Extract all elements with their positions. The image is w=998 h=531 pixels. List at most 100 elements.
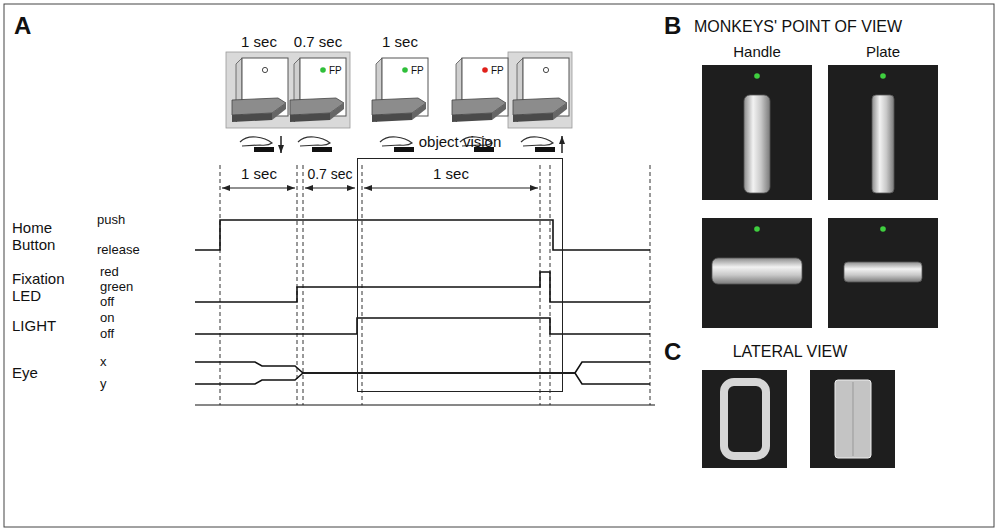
panel-letter: B — [664, 12, 681, 39]
fixation-point-label: FP — [329, 65, 342, 76]
signal-state: on — [100, 311, 114, 326]
duration-label: 1 sec — [241, 33, 277, 50]
led-green — [402, 67, 408, 73]
signal-name: Home Button — [12, 219, 55, 253]
home-button-trace — [195, 220, 650, 250]
fixation-point-label: FP — [491, 65, 504, 76]
duration-label: 0.7 sec — [307, 166, 352, 182]
hand-icon — [240, 137, 274, 152]
signal-name: Eye — [12, 364, 38, 381]
apparatus — [232, 58, 288, 122]
signal-state: push — [97, 212, 125, 227]
signal-state: red — [100, 265, 119, 280]
signal-name: Fixation LED — [12, 270, 84, 305]
duration-arrows — [222, 187, 538, 188]
fixation-led-trace — [195, 272, 650, 302]
hand-icon — [521, 137, 555, 152]
photo — [702, 65, 812, 200]
apparatus — [290, 58, 346, 122]
press-arrow — [280, 136, 282, 153]
fixation-point-label: FP — [329, 65, 342, 77]
handle-object — [744, 95, 770, 193]
signal-state: off — [100, 327, 114, 342]
panel-letter: B — [664, 12, 681, 40]
signal-state: push — [97, 213, 125, 228]
column-label: Handle — [733, 43, 781, 60]
duration-label: 1 sec — [241, 165, 277, 182]
dark-panel — [226, 52, 350, 128]
panel-letter: A — [14, 12, 31, 39]
panel-title: MONKEYS' POINT OF VIEW — [694, 18, 902, 35]
timing-diagram — [195, 165, 655, 405]
duration-label: 1 sec — [433, 165, 469, 182]
apparatus — [372, 58, 428, 122]
signal-state: y — [100, 377, 107, 392]
led-off — [543, 67, 548, 72]
signal-state: x — [100, 354, 107, 369]
time-window-box: object vision — [357, 158, 563, 392]
eye-y-trace — [195, 373, 650, 384]
hand-icon — [298, 137, 332, 152]
eye-x-trace — [195, 362, 650, 373]
dark-panel — [508, 52, 572, 128]
led-green — [754, 226, 760, 232]
signal-state: off — [100, 295, 114, 310]
led-green — [754, 73, 760, 79]
signal-state: green — [100, 280, 133, 295]
duration-label: 0.7 sec — [307, 166, 352, 182]
signal-name: Fixation LED — [12, 270, 65, 304]
signal-state: off — [100, 326, 114, 341]
led-red — [482, 67, 488, 73]
duration-label: 1 sec — [241, 165, 277, 182]
led-off — [262, 67, 267, 72]
duration-label: 1 sec — [382, 33, 418, 50]
panel-letter: A — [14, 12, 31, 40]
apparatus — [513, 58, 569, 122]
photo — [828, 65, 938, 200]
signal-name: LIGHT — [12, 317, 56, 334]
handle-object — [712, 258, 802, 284]
signal-state: release — [97, 243, 140, 258]
signal-state: on — [100, 310, 114, 325]
signal-state: off — [100, 294, 114, 309]
panel-letter: C — [664, 338, 681, 365]
plate-object — [844, 262, 922, 282]
fixation-point-label: FP — [411, 65, 424, 77]
handle-profile — [724, 382, 766, 456]
panel-title: LATERAL VIEW — [733, 343, 848, 360]
duration-label: 1 sec — [241, 33, 277, 50]
panel-title: MONKEYS' POINT OF VIEW — [694, 18, 902, 36]
duration-label: 1 sec — [382, 33, 418, 50]
lateral-photos — [702, 370, 895, 468]
signal-name: Home Button — [12, 219, 74, 254]
signal-state: green — [100, 279, 133, 294]
signal-name: Eye — [12, 364, 38, 381]
trial-illustration — [226, 52, 572, 153]
signal-state: x — [100, 355, 107, 370]
duration-label: 0.7 sec — [294, 33, 342, 50]
signal-state: y — [100, 376, 107, 391]
baseline — [195, 405, 655, 406]
photo — [810, 370, 895, 468]
apparatus — [452, 58, 508, 122]
column-label: Handle — [733, 43, 781, 60]
panel-title: LATERAL VIEW — [733, 343, 848, 361]
box-heading: object vision — [358, 133, 562, 150]
signal-name: LIGHT — [12, 317, 56, 334]
signal-traces — [195, 220, 655, 405]
object-photos — [702, 65, 938, 328]
plate-profile — [835, 380, 871, 458]
figure-frame — [4, 4, 994, 527]
duration-label: 1 sec — [433, 165, 469, 182]
release-arrow — [561, 136, 563, 153]
photo — [702, 218, 812, 328]
signal-state: release — [97, 242, 140, 257]
light-trace — [195, 318, 650, 334]
panel-letter: C — [664, 338, 681, 366]
time-markers — [220, 165, 650, 405]
fixation-point-label: FP — [491, 65, 504, 77]
signal-state: red — [100, 264, 119, 279]
hand-icon — [380, 137, 414, 152]
